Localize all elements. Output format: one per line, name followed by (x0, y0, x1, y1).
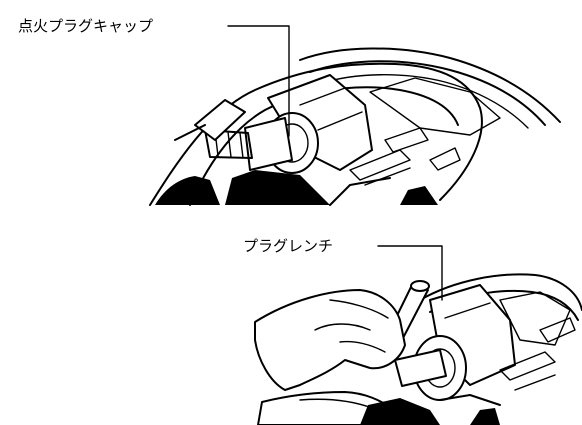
callout-label-spark-plug-cap: 点火プラグキャップ (18, 17, 153, 35)
callout-label-plug-wrench: プラグレンチ (243, 237, 333, 255)
engine-bottom-illustration (254, 273, 582, 425)
callout-plug-wrench: プラグレンチ (243, 237, 443, 301)
spark-plug-cap-illustration (204, 112, 319, 174)
hand-illustration (254, 289, 406, 425)
callout-spark-plug-cap: 点火プラグキャップ (18, 17, 290, 137)
engine-top-illustration (149, 47, 561, 206)
